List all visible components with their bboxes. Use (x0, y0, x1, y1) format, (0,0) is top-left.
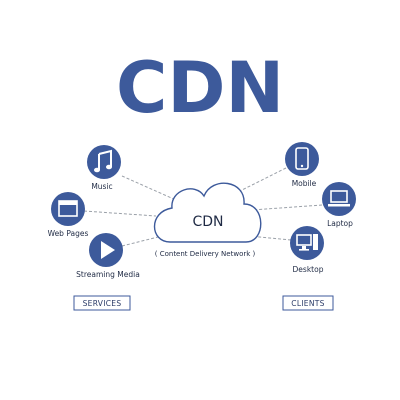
service-music: Music (87, 145, 121, 191)
web-page-icon (58, 200, 78, 217)
connector-streaming-media (121, 235, 163, 247)
mobile-phone-icon (295, 147, 309, 170)
connector-web-pages (83, 210, 157, 217)
cloud-caption: ( Content Delivery Network ) (155, 250, 256, 258)
connector-desktop (237, 234, 292, 241)
desktop-computer-icon (296, 234, 318, 251)
diagram-title: CDN (116, 47, 284, 129)
cloud-label: CDN (192, 214, 223, 230)
web-pages-circle (51, 192, 85, 226)
laptop-circle (322, 182, 356, 216)
mobile-circle (285, 142, 319, 176)
web-pages-label: Web Pages (48, 229, 89, 238)
client-laptop: Laptop (322, 182, 356, 228)
connector-music (121, 175, 177, 201)
client-desktop: Desktop (290, 226, 324, 274)
music-note-icon (94, 149, 112, 173)
connector-laptop (251, 204, 323, 211)
services-heading: SERVICES (83, 299, 122, 308)
services-heading-box: SERVICES (73, 295, 131, 311)
laptop-icon (328, 190, 350, 207)
laptop-label: Laptop (327, 219, 353, 228)
desktop-circle (290, 226, 324, 260)
streaming-media-label: Streaming Media (76, 270, 140, 279)
desktop-label: Desktop (293, 265, 324, 274)
music-label: Music (91, 182, 112, 191)
cdn-cloud: CDN ( Content Delivery Network ) (154, 182, 262, 258)
mobile-label: Mobile (292, 179, 317, 188)
client-mobile: Mobile (285, 142, 319, 188)
cloud-shape (154, 182, 262, 243)
clients-heading-box: CLIENTS (282, 295, 334, 311)
clients-heading: CLIENTS (291, 299, 324, 308)
service-streaming-media: Streaming Media (76, 233, 140, 279)
service-web-pages: Web Pages (48, 192, 89, 238)
play-icon (101, 241, 115, 259)
music-circle (87, 145, 121, 179)
